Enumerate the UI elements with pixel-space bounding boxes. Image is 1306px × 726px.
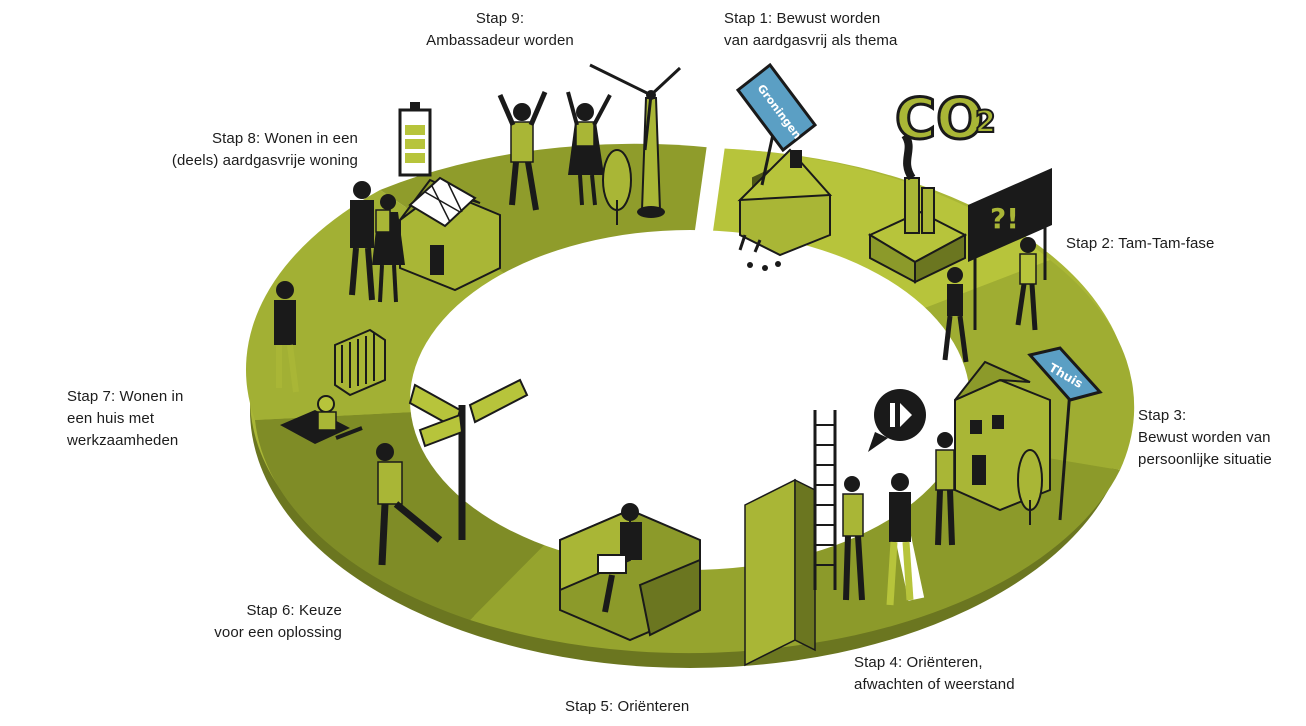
step-3-label: Stap 3: Bewust worden van persoonlijke s… [1138,405,1304,471]
groningen-sign-icon: Groningen [735,62,818,153]
thuis-sign-icon: Thuis [1027,346,1103,402]
ladder-icon [813,410,837,590]
family-figures [349,181,405,303]
step-5-line-1: Stap 5: Oriënteren [565,698,690,715]
person-standing [274,281,299,393]
person-on-ladder [842,476,865,601]
question-sign-icon: ?! [968,168,1052,330]
step-9-label: Stap 9: Ambassadeur worden [395,8,605,52]
step-6-line-1: Stap 6: Keuze [246,602,342,619]
step-7-label: Stap 7: Wonen in een huis met werkzaamhe… [67,386,237,452]
person-protester-1 [942,267,969,363]
wind-turbine-icon [589,63,682,218]
step-9-line-1: Stap 9: [475,10,525,27]
signpost-icon [408,378,529,540]
tree-icon [1017,449,1043,525]
tree-icon [602,149,632,225]
question-sign-text: ?! [990,202,1019,235]
step-7-line-3: werkzaamheden [67,432,179,449]
step-3-line-3: persoonlijke situatie [1138,451,1272,468]
sofa-icon [559,508,701,642]
person-thinking [935,432,955,546]
step-4-label: Stap 4: Oriënteren, afwachten of weersta… [854,652,1094,696]
person-waiting [886,473,914,606]
person-cheering-2 [566,91,612,206]
step-3-line-1: Stap 3: [1138,407,1187,424]
svg-text:CO: CO [895,87,984,152]
step-8-line-2: (deels) aardgasvrije woning [171,152,358,169]
radiator-icon [334,328,386,397]
battery-icon [398,102,432,177]
solar-house-icon [399,176,501,292]
person-laptop [597,503,642,613]
step-6-line-2: voor een oplossing [214,624,342,641]
pause-play-icon [868,389,926,452]
step-1-line-2: van aardgasvrij als thema [724,32,898,49]
step-1-label: Stap 1: Bewust worden van aardgasvrij al… [724,8,964,52]
step-8-line-1: Stap 8: Wonen in een [212,130,358,147]
step-1-line-1: Stap 1: Bewust worden [724,10,881,27]
manhole-worker [280,395,363,444]
person-protester-2 [1015,237,1038,331]
step-2-label: Stap 2: Tam-Tam-fase [1066,233,1266,255]
step-2-line-1: Stap 2: Tam-Tam-fase [1066,235,1215,252]
step-9-line-2: Ambassadeur worden [426,32,574,49]
factory-icon [867,132,968,284]
step-3-line-2: Bewust worden van [1138,429,1271,446]
step-7-line-1: Stap 7: Wonen in [67,388,184,405]
step-4-line-1: Stap 4: Oriënteren, [854,654,983,671]
step-6-label: Stap 6: Keuze voor een oplossing [150,600,342,644]
svg-text:2: 2 [975,105,996,140]
step-4-line-2: afwachten of weerstand [854,676,1015,693]
groningen-house-icon [737,124,833,271]
step-7-line-2: een huis met [67,410,155,427]
step-5-label: Stap 5: Oriënteren [565,696,765,718]
person-running [376,443,443,566]
person-cheering-1 [497,91,548,211]
step-8-label: Stap 8: Wonen in een (deels) aardgasvrij… [110,128,358,172]
co2-icon: CO 2 [894,86,997,154]
